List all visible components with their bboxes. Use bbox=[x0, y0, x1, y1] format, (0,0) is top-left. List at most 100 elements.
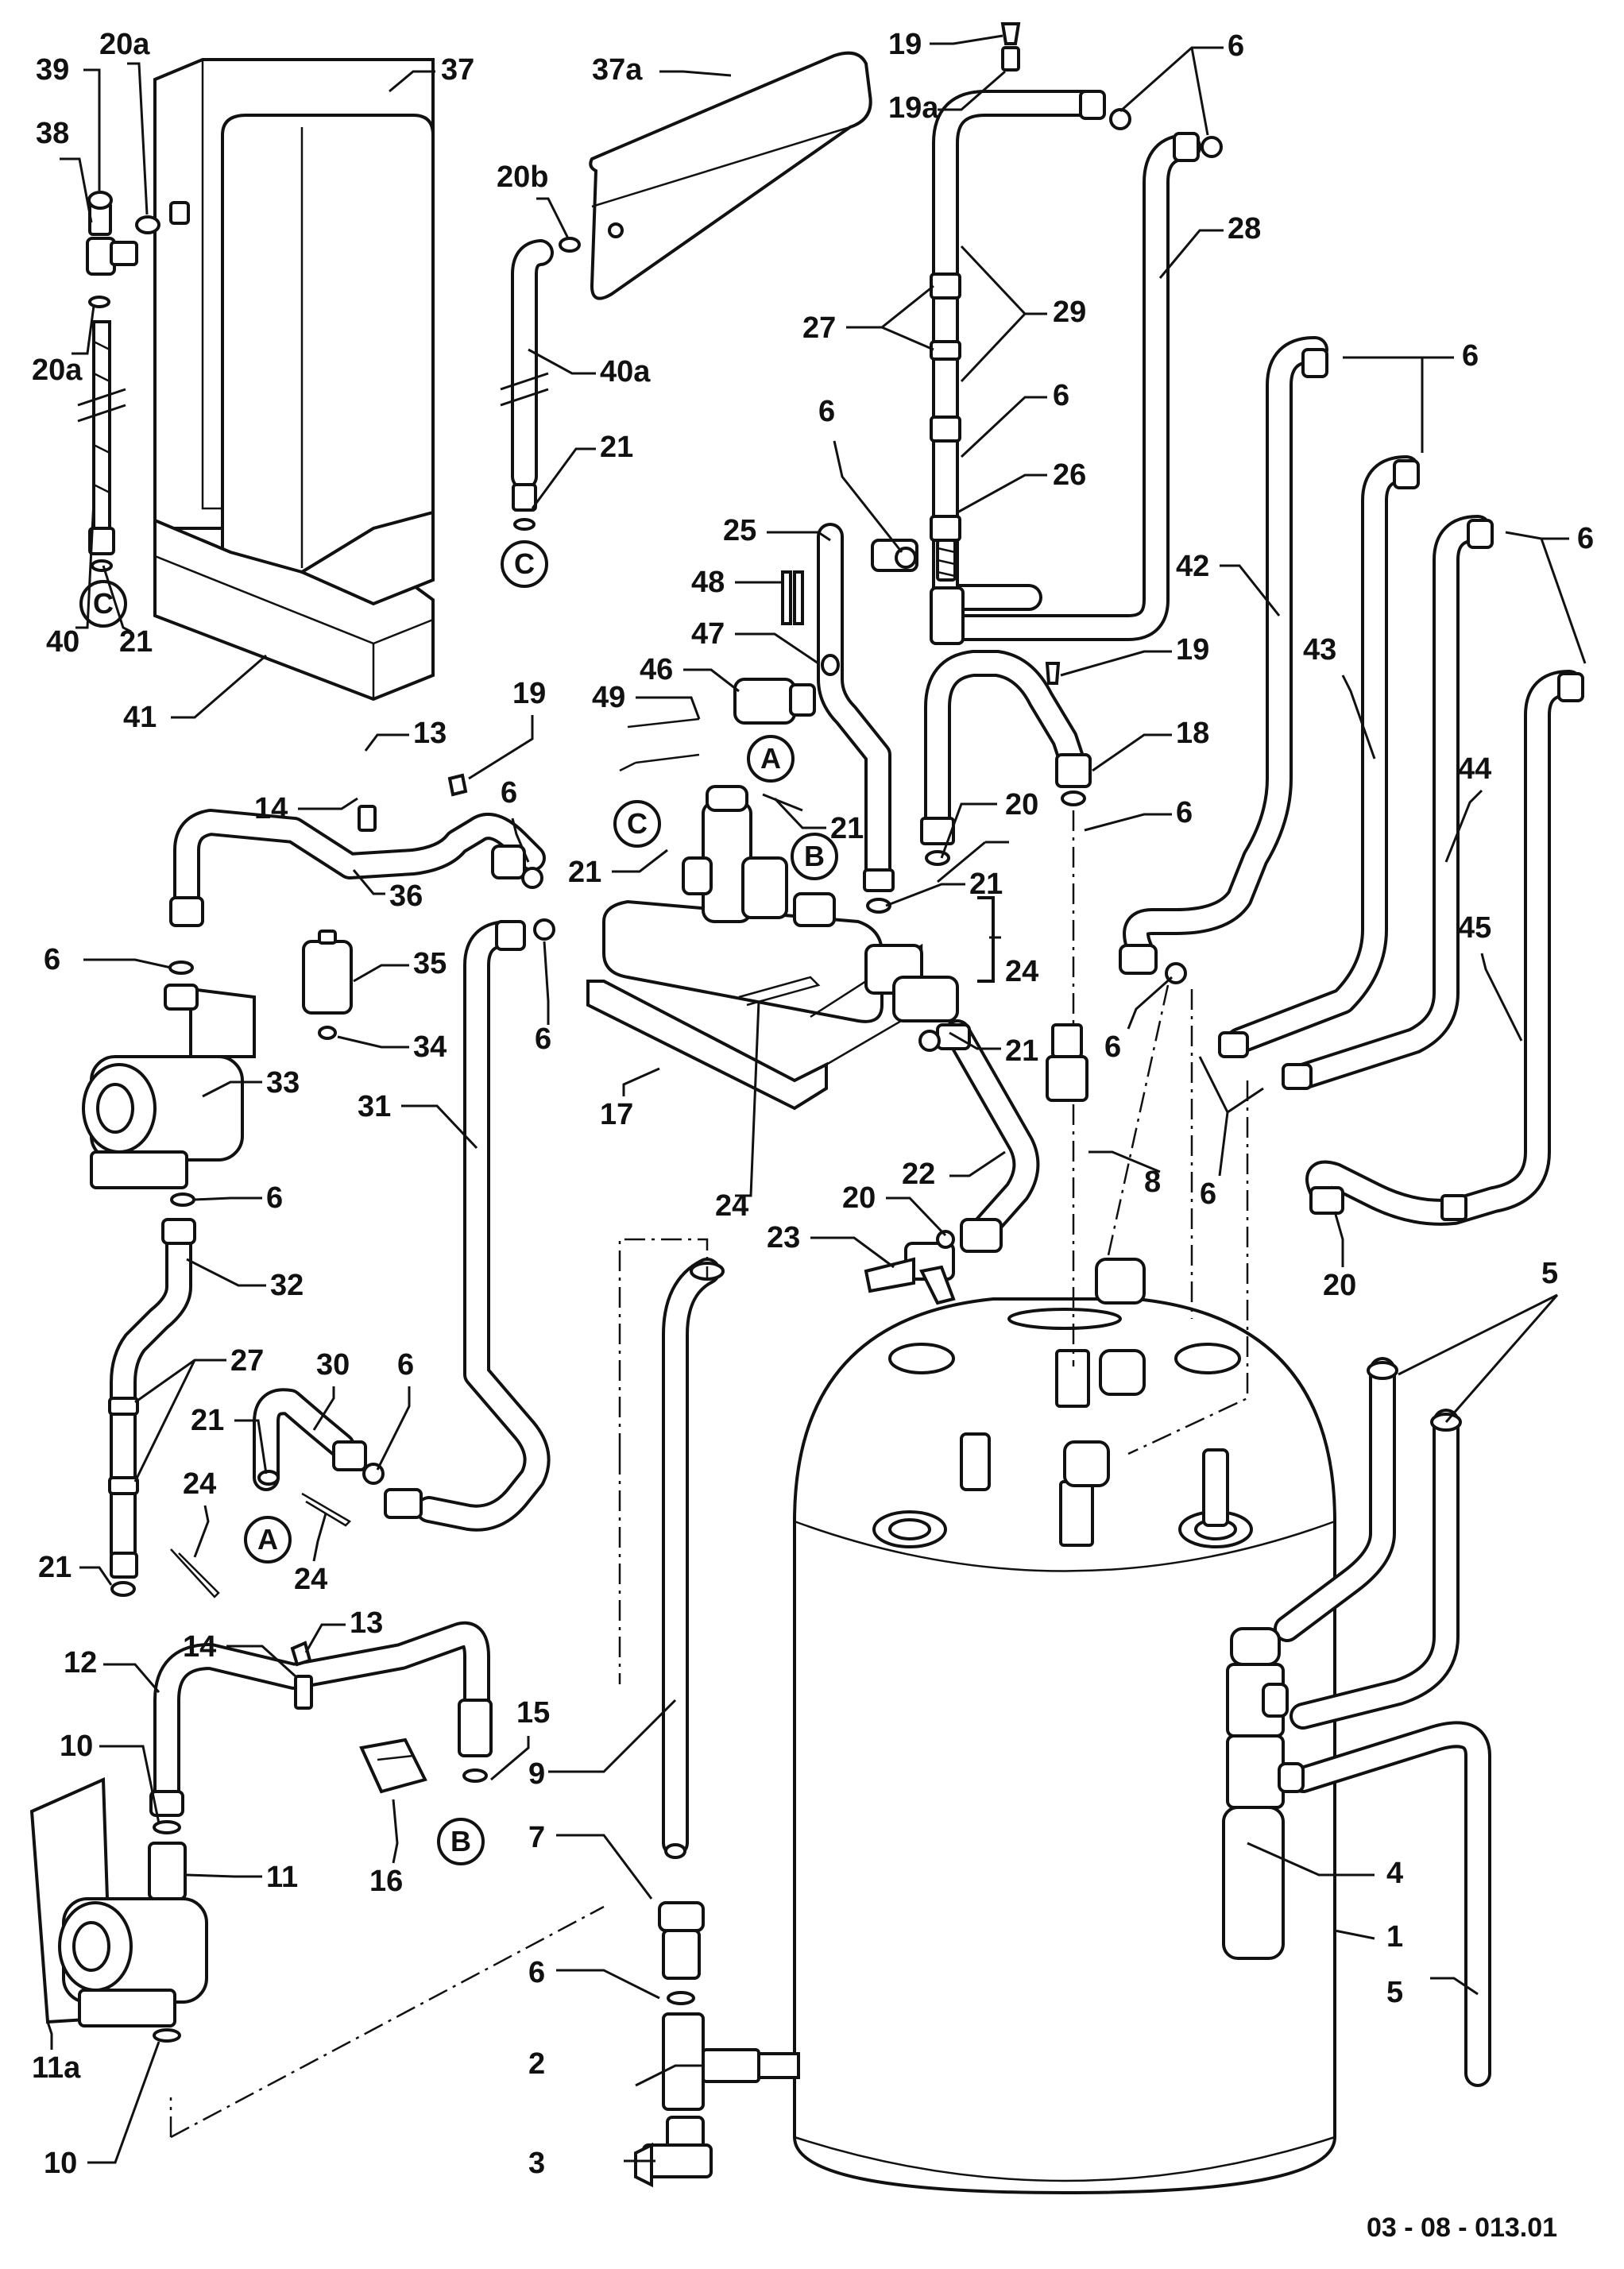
leader-lines bbox=[548, 793, 1559, 2163]
label-21-d: 21 bbox=[1005, 1034, 1038, 1068]
label-19-36: 19 bbox=[512, 677, 546, 710]
label-29: 29 bbox=[1053, 296, 1086, 329]
connector-C-left: C bbox=[93, 587, 114, 620]
label-6-31: 6 bbox=[535, 1022, 551, 1056]
fitting-7 bbox=[658, 1901, 705, 2005]
label-40a: 40a bbox=[600, 355, 651, 388]
label-42: 42 bbox=[1176, 550, 1209, 583]
label-20a-top: 20a bbox=[99, 28, 150, 61]
label-19a: 19a bbox=[888, 91, 939, 125]
label-1: 1 bbox=[1386, 1920, 1403, 1954]
elbow-fittings bbox=[1046, 1023, 1146, 1487]
pump-11 bbox=[29, 1776, 208, 2043]
label-6-18: 6 bbox=[1176, 796, 1193, 829]
label-37: 37 bbox=[441, 53, 474, 87]
drain-valve-23 bbox=[864, 1218, 1003, 1305]
label-36: 36 bbox=[389, 879, 423, 913]
label-20a: 20a bbox=[32, 354, 83, 387]
pipe-9 bbox=[662, 1258, 725, 1859]
flex-pipe-40a bbox=[500, 239, 554, 531]
label-33: 33 bbox=[266, 1066, 300, 1100]
air-vent-35 bbox=[302, 930, 353, 1040]
pipe-29 bbox=[930, 90, 1131, 611]
label-6-33: 6 bbox=[44, 943, 60, 976]
tee-2 bbox=[662, 2012, 760, 2111]
label-12: 12 bbox=[64, 1646, 97, 1680]
label-21-30: 21 bbox=[191, 1404, 224, 1437]
label-22: 22 bbox=[902, 1158, 935, 1191]
expansion-vessel-37 bbox=[153, 58, 435, 574]
drawing-number: 03 - 08 - 013.01 bbox=[1367, 2213, 1557, 2243]
label-38: 38 bbox=[36, 117, 69, 150]
label-20-right: 20 bbox=[1323, 1269, 1356, 1302]
pipe-12 bbox=[149, 1621, 493, 1817]
label-28: 28 bbox=[1228, 212, 1261, 245]
label-47: 47 bbox=[691, 617, 725, 651]
label-44: 44 bbox=[1458, 752, 1491, 786]
label-14-bottom: 14 bbox=[183, 1630, 216, 1664]
label-6-36: 6 bbox=[501, 776, 517, 810]
label-34: 34 bbox=[413, 1030, 447, 1064]
label-16: 16 bbox=[369, 1865, 403, 1898]
callout-labels: 37 39 20a 38 20a 40 21 41 37a 20b 40a 21… bbox=[32, 28, 1594, 2180]
label-18: 18 bbox=[1176, 717, 1209, 750]
pipe-44 bbox=[1282, 515, 1494, 1090]
label-14-top: 14 bbox=[254, 792, 288, 825]
label-6-26: 6 bbox=[1053, 379, 1069, 412]
pipe-45 bbox=[1305, 670, 1584, 1226]
label-10-top: 10 bbox=[60, 1730, 93, 1763]
flex-pipe-40 bbox=[77, 191, 190, 572]
label-25: 25 bbox=[723, 514, 756, 547]
sensor-46 bbox=[733, 570, 840, 725]
label-26: 26 bbox=[1053, 458, 1086, 492]
pipe-42 bbox=[1119, 336, 1328, 984]
label-2: 2 bbox=[528, 2047, 545, 2081]
label-10-bottom: 10 bbox=[44, 2147, 77, 2180]
clip-16 bbox=[359, 1738, 427, 1794]
label-6-7: 6 bbox=[528, 1956, 545, 1989]
label-6-top: 6 bbox=[1228, 29, 1244, 63]
pipe-5 bbox=[1274, 1357, 1491, 2087]
label-30: 30 bbox=[316, 1348, 350, 1382]
label-43: 43 bbox=[1303, 633, 1336, 667]
pump-33 bbox=[82, 961, 256, 1207]
label-9: 9 bbox=[528, 1757, 545, 1791]
pipe-36 bbox=[169, 773, 546, 927]
expansion-vessel-37a bbox=[559, 51, 872, 300]
label-21-left: 21 bbox=[119, 625, 153, 659]
label-6-30: 6 bbox=[397, 1348, 414, 1382]
pipe-28 bbox=[940, 132, 1223, 641]
label-21-32: 21 bbox=[38, 1551, 72, 1584]
label-45: 45 bbox=[1458, 911, 1491, 945]
label-6-right-top: 6 bbox=[1462, 339, 1479, 373]
pipe-18 bbox=[920, 650, 1092, 866]
label-21-b: 21 bbox=[568, 856, 601, 889]
hydraulic-block-17 bbox=[586, 785, 995, 1111]
relief-valve-4 bbox=[1222, 1627, 1305, 1960]
label-6-43: 6 bbox=[1200, 1177, 1216, 1211]
label-21-40a: 21 bbox=[600, 431, 633, 464]
label-19-top: 19 bbox=[888, 28, 922, 61]
label-19-18: 19 bbox=[1176, 633, 1209, 667]
cable-49 bbox=[619, 717, 700, 772]
label-13-top: 13 bbox=[413, 717, 447, 750]
label-6-32: 6 bbox=[266, 1181, 283, 1215]
label-6-42: 6 bbox=[1104, 1030, 1121, 1064]
connector-A-bottom: A bbox=[257, 1523, 278, 1556]
pipe-30 bbox=[253, 1388, 385, 1491]
label-15: 15 bbox=[516, 1696, 550, 1730]
label-20b: 20b bbox=[497, 160, 548, 194]
label-6-25: 6 bbox=[818, 395, 835, 428]
label-24-block: 24 bbox=[715, 1189, 748, 1223]
label-20-valve: 20 bbox=[842, 1181, 876, 1215]
label-24-bottom: 24 bbox=[294, 1563, 327, 1596]
label-8: 8 bbox=[1144, 1165, 1161, 1199]
label-5-bottom: 5 bbox=[1386, 1976, 1403, 2009]
label-21-a: 21 bbox=[830, 812, 864, 845]
label-27-left: 27 bbox=[230, 1344, 264, 1378]
connector-B-bottom: B bbox=[450, 1825, 471, 1857]
connector-A-top: A bbox=[760, 742, 781, 775]
label-17: 17 bbox=[600, 1098, 633, 1131]
pipe-43 bbox=[1218, 455, 1420, 1058]
label-11a: 11a bbox=[32, 2051, 81, 2085]
